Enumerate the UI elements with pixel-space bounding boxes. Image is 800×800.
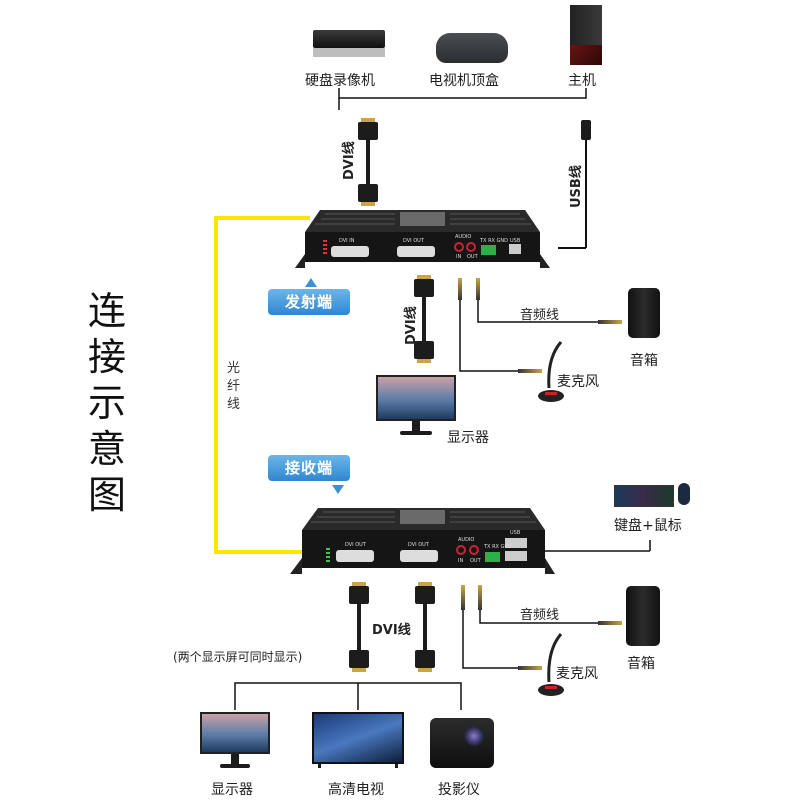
nvr-device [313,30,385,58]
rx-dvi-out1-label: DVI OUT [345,542,366,548]
rx-mic-label: 麦克风 [556,666,598,682]
rx-speaker-label: 音箱 [627,656,655,672]
rx-mic-cable [462,610,520,669]
tx-monitor-label: 显示器 [447,430,489,446]
source-bracket-line [338,88,587,99]
rx-mic-device [538,633,564,696]
keyboard-mouse-label: 键盘+鼠标 [614,518,682,534]
transmitter-unit: DVI IN DVI OUT AUDIO IN OUT TX RX GND US… [295,210,550,270]
rx-badge-arrow-icon [332,485,344,494]
receiver-badge: 接收端 [268,455,350,481]
tx-monitor-device [376,375,456,437]
title-char: 接 [87,335,126,379]
tx-speaker-label: 音箱 [630,353,658,369]
tx-serial-label: TX RX GND [480,238,509,244]
tv-box-label: 电视机顶盒 [429,73,499,89]
rx-audio-cable-label: 音频线 [520,608,560,623]
projector-device [430,718,494,768]
dvi-cable-rx-2 [414,582,436,676]
fiber-label-char: 光 [227,361,241,376]
projector-label: 投影仪 [438,782,480,798]
receiver-unit: DVI OUT DVI OUT AUDIO IN OUT TX RX GND U… [290,508,555,578]
tx-audio-in-label: IN [456,254,462,260]
nvr-label: 硬盘录像机 [305,73,375,89]
rx-speaker-plug [598,621,622,625]
fiber-cable-label: 光 纤 线 [227,360,243,414]
title-char: 连 [87,289,126,333]
tx-speaker-device [628,288,660,338]
tx-audio-plug-1 [458,278,462,300]
usb-cable-label: USB线 [569,165,584,208]
rx-audio-plug-1 [461,585,465,610]
dvi-cable-top [357,118,379,208]
dvi-cable-mid-label: DVI线 [404,306,419,345]
tv-box-device [436,33,508,63]
dvi-cable-mid [413,275,435,365]
title-char: 意 [87,427,126,471]
rx-serial-label: TX RX GND [484,544,513,550]
tx-audio-out-label: OUT [467,254,478,260]
dvi-cable-top-label: DVI线 [342,141,357,180]
diagram-title: 连 接 示 意 图 [84,288,130,518]
tx-leds [323,240,327,254]
dvi-cable-rx-1 [348,582,370,676]
tx-mic-plug [518,369,542,373]
rx-audio-label: AUDIO [458,537,475,543]
tx-audio-cable-label: 音频线 [520,308,560,323]
tx-audio-cable [477,300,600,323]
rx-dvi-out2-label: DVI OUT [408,542,429,548]
tx-audio-plug-2 [476,278,480,300]
rx-audio-in-label: IN [458,558,464,564]
tx-speaker-plug [598,320,622,324]
tx-usb-label: USB [510,238,521,244]
tx-dvi-out-label: DVI OUT [403,238,424,244]
fiber-label-char: 纤 [227,379,241,394]
rx-audio-out-label: OUT [470,558,481,564]
fiber-label-char: 线 [227,397,241,412]
rx-leds [326,548,330,562]
tx-mic-device [538,341,564,402]
rx-mic-plug [518,666,542,670]
rx-monitor-device [200,712,270,770]
tx-badge-arrow-icon [305,278,317,287]
hdtv-label: 高清电视 [328,782,384,798]
host-label: 主机 [568,73,596,89]
tx-audio-label: AUDIO [455,234,472,240]
display-bracket-line [234,682,462,710]
transmitter-badge: 发射端 [268,289,350,315]
hdtv-device [312,712,404,770]
rx-speaker-device [626,586,660,646]
rx-usb-label: USB [510,530,521,536]
dvi-cable-bottom-label: DVI线 [372,623,411,638]
rx-audio-cable [479,610,600,624]
tx-mic-label: 麦克风 [557,374,599,390]
keyboard-mouse-device [614,483,694,507]
tx-mic-cable [459,300,520,372]
fiber-cable [214,216,310,554]
host-pc-device [570,5,602,65]
dual-display-note: (两个显示屏可同时显示) [173,650,303,664]
title-char: 示 [87,381,126,425]
rx-audio-plug-2 [478,585,482,610]
usb-plug [581,120,591,140]
title-char: 图 [87,473,126,517]
tx-dvi-in-label: DVI IN [339,238,355,244]
rx-monitor-label: 显示器 [211,782,253,798]
